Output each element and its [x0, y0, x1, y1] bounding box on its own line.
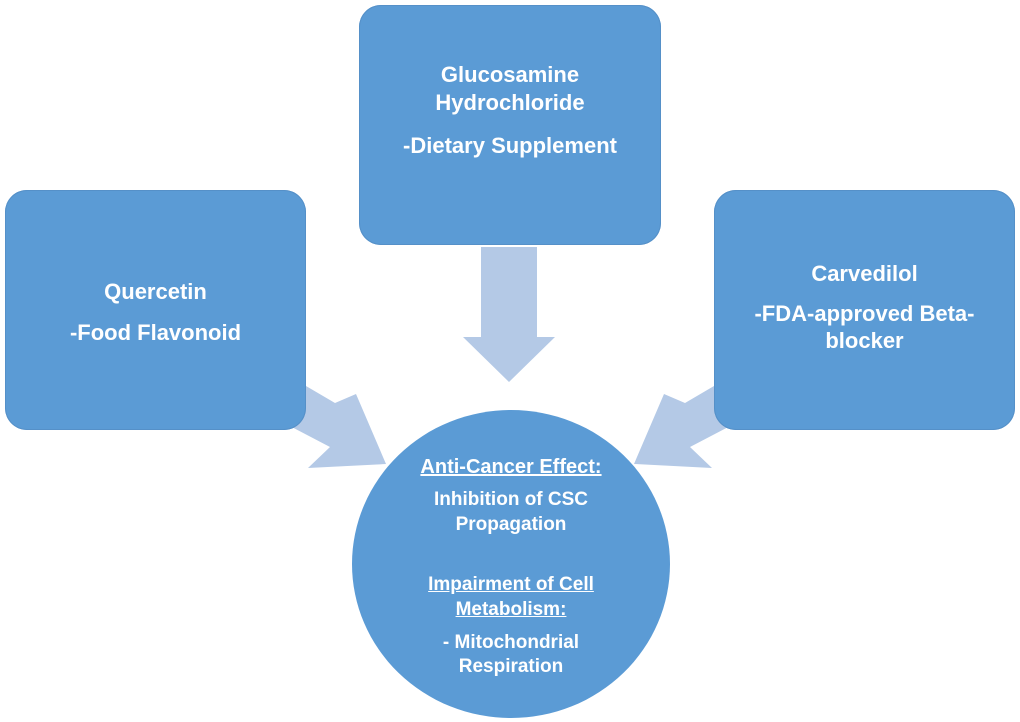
- food-flavonoid-label: -Food Flavonoid: [69, 320, 242, 345]
- glucosamine-box: Glucosamine Hydrochloride -Dietary Suppl…: [359, 5, 661, 245]
- hydrochloride-label: Hydrochloride: [435, 89, 585, 115]
- quercetin-label: Quercetin: [104, 278, 207, 304]
- dietary-supplement-label: -Dietary Supplement: [403, 133, 617, 158]
- quercetin-box: Quercetin -Food Flavonoid: [5, 190, 306, 430]
- cell-metabolism-heading-line2: Metabolism:: [455, 599, 567, 621]
- beta-blocker-label-line1: -FDA-approved Beta-: [754, 300, 975, 326]
- anti-cancer-heading: Anti-Cancer Effect:: [420, 456, 602, 478]
- glucosamine-label: Glucosamine: [440, 62, 580, 87]
- anti-cancer-effect-circle: Anti-Cancer Effect: Inhibition of CSC Pr…: [352, 410, 670, 718]
- carvedilol-label: Carvedilol: [811, 261, 918, 286]
- carvedilol-box: Carvedilol -FDA-approved Beta- blocker: [714, 190, 1015, 430]
- arrow-top-to-center: [463, 247, 555, 382]
- mitochondrial-line1: - Mitochondrial: [442, 631, 580, 653]
- cell-metabolism-heading-line1: Impairment of Cell: [428, 574, 594, 596]
- beta-blocker-label-line2: blocker: [825, 328, 904, 353]
- csc-inhibition-line2: Propagation: [455, 513, 567, 535]
- csc-inhibition-line1: Inhibition of CSC: [433, 489, 589, 510]
- arrow-right-to-center: [634, 386, 734, 468]
- arrow-left-to-center: [286, 386, 386, 468]
- mitochondrial-line2: Respiration: [458, 656, 564, 678]
